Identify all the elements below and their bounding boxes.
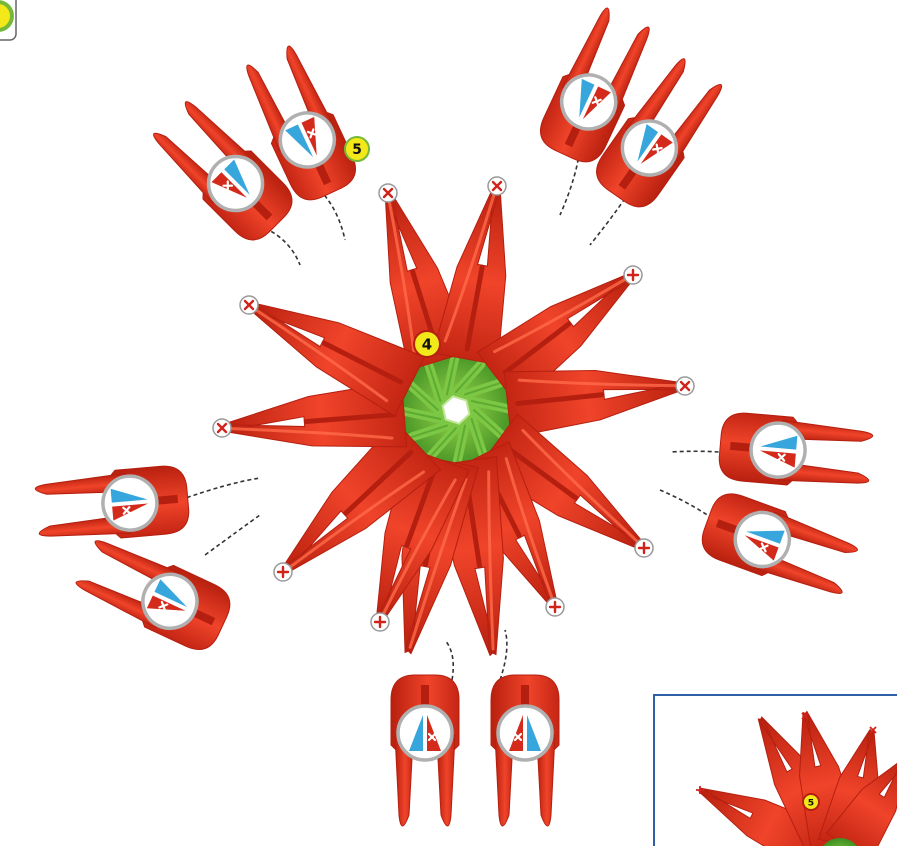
corner-badge: [0, 0, 16, 40]
plus-circle-icon: [371, 613, 389, 631]
connector-line: [445, 640, 453, 680]
loose-piece: [34, 464, 190, 545]
insertion-marker-icon: [398, 706, 452, 760]
cross-circle-icon: [213, 419, 231, 437]
step-badge-inset: 5: [803, 794, 819, 810]
connector-line: [265, 228, 300, 265]
cross-circle-icon: [379, 184, 397, 202]
connector-line: [205, 515, 260, 555]
loose-piece: [491, 675, 559, 826]
plus-circle-icon: [274, 563, 292, 581]
step-badge-center: 4: [414, 331, 440, 357]
connector-line: [180, 478, 260, 500]
plus-circle-icon: [546, 598, 564, 616]
step-badge-center-label: 4: [422, 335, 432, 353]
plus-circle-icon: [635, 539, 653, 557]
loose-piece: [696, 488, 861, 604]
inset-panel: [654, 695, 897, 846]
insertion-marker-icon: [498, 706, 552, 760]
loose-piece: [391, 675, 459, 826]
step-badge-upper-label: 5: [352, 142, 362, 158]
cross-circle-icon: [488, 177, 506, 195]
step-badge-inset-label: 5: [808, 797, 814, 808]
plus-circle-icon: [624, 266, 642, 284]
step-badge-upper: 5: [345, 137, 369, 161]
connector-line: [500, 630, 507, 680]
cross-circle-icon: [240, 296, 258, 314]
loose-piece: [717, 411, 873, 492]
corner-badge-icon: [0, 2, 12, 30]
cross-circle-icon: [676, 377, 694, 395]
